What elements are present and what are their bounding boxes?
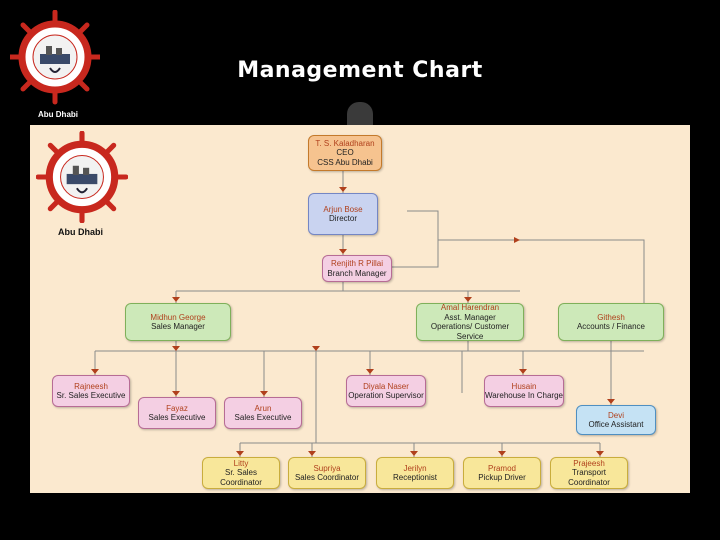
- node-ceo: T. S. Kaladharan CEO CSS Abu Dhabi: [308, 135, 382, 171]
- node-role-secondary: CSS Abu Dhabi: [317, 157, 373, 167]
- ship-wheel-icon: [7, 9, 103, 105]
- node-role: Warehouse In Charge: [485, 391, 563, 400]
- node-role: Sales Coordinator: [294, 473, 360, 482]
- node-name: Jerilyn: [403, 463, 427, 473]
- logo-caption: Abu Dhabi: [58, 227, 103, 237]
- node-name: Supriya: [313, 463, 341, 473]
- ship-wheel-icon: [35, 130, 129, 224]
- node-name: Amal Harendran: [440, 303, 500, 312]
- company-logo-top: Abu Dhabi: [7, 9, 103, 119]
- node-name: Litty: [233, 458, 249, 468]
- org-chart-panel: Abu Dhabi T. S. Kaladharan CEO CSS Abu D…: [30, 125, 690, 493]
- node-fayaz: Fayaz Sales Executive: [138, 397, 216, 429]
- node-diyala: Diyala Naser Operation Supervisor: [346, 375, 426, 407]
- connector-lines: [91, 171, 645, 457]
- node-jerilyn: Jerilyn Receptionist: [376, 457, 454, 489]
- node-name: Diyala Naser: [363, 381, 409, 391]
- node-name: T. S. Kaladharan: [315, 138, 375, 148]
- node-name: Fayaz: [166, 403, 188, 413]
- node-devi: Devi Office Assistant: [576, 405, 656, 435]
- node-role: Sr. Sales Coordinator: [220, 468, 262, 487]
- node-role: Director: [328, 214, 357, 223]
- company-logo-panel: Abu Dhabi: [35, 130, 129, 241]
- node-name: Devi: [607, 410, 624, 420]
- node-husain: Husain Warehouse In Charge: [484, 375, 564, 407]
- node-role: CEO: [336, 148, 354, 158]
- node-name: Rajneesh: [74, 381, 108, 391]
- logo-caption: Abu Dhabi: [38, 110, 78, 119]
- node-role: Sales Manager: [151, 322, 205, 331]
- node-name: Renjith R Pillai: [330, 259, 384, 268]
- node-amal: Amal Harendran Asst. Manager Operations/…: [416, 303, 524, 341]
- node-supriya: Supriya Sales Coordinator: [288, 457, 366, 489]
- node-litty: Litty Sr. Sales Coordinator: [202, 457, 280, 489]
- node-name: Pramod: [487, 463, 516, 473]
- node-name: Midhun George: [150, 312, 206, 322]
- node-role: Office Assistant: [588, 420, 644, 429]
- node-role: Sales Executive: [234, 413, 292, 422]
- node-rajneesh: Rajneesh Sr. Sales Executive: [52, 375, 130, 407]
- node-githesh: Githesh Accounts / Finance: [558, 303, 664, 341]
- node-arun: Arun Sales Executive: [224, 397, 302, 429]
- node-name: Arjun Bose: [323, 204, 363, 214]
- node-role: Receptionist: [392, 473, 438, 482]
- node-role: Transport Coordinator: [568, 468, 610, 487]
- node-role: Accounts / Finance: [576, 322, 646, 331]
- node-role: Sr. Sales Executive: [56, 391, 126, 400]
- node-role: Branch Manager: [327, 268, 387, 278]
- node-director: Arjun Bose Director: [308, 193, 378, 235]
- node-midhun: Midhun George Sales Manager: [125, 303, 231, 341]
- arrowheads: [91, 187, 615, 456]
- node-name: Husain: [511, 381, 537, 391]
- node-name: Arun: [254, 403, 272, 413]
- node-role: Operation Supervisor: [348, 391, 424, 400]
- node-name: Githesh: [597, 312, 625, 322]
- node-role-secondary: Operations/ Customer Service: [430, 322, 510, 341]
- node-branch-manager: Renjith R Pillai Branch Manager: [322, 255, 392, 282]
- node-pramod: Pramod Pickup Driver: [463, 457, 541, 489]
- node-role: Asst. Manager: [444, 312, 496, 322]
- slide-title: Management Chart: [237, 58, 483, 83]
- node-name: Prajeesh: [573, 458, 605, 468]
- node-prajeesh: Prajeesh Transport Coordinator: [550, 457, 628, 489]
- node-role: Sales Executive: [148, 413, 206, 422]
- node-role: Pickup Driver: [478, 473, 526, 482]
